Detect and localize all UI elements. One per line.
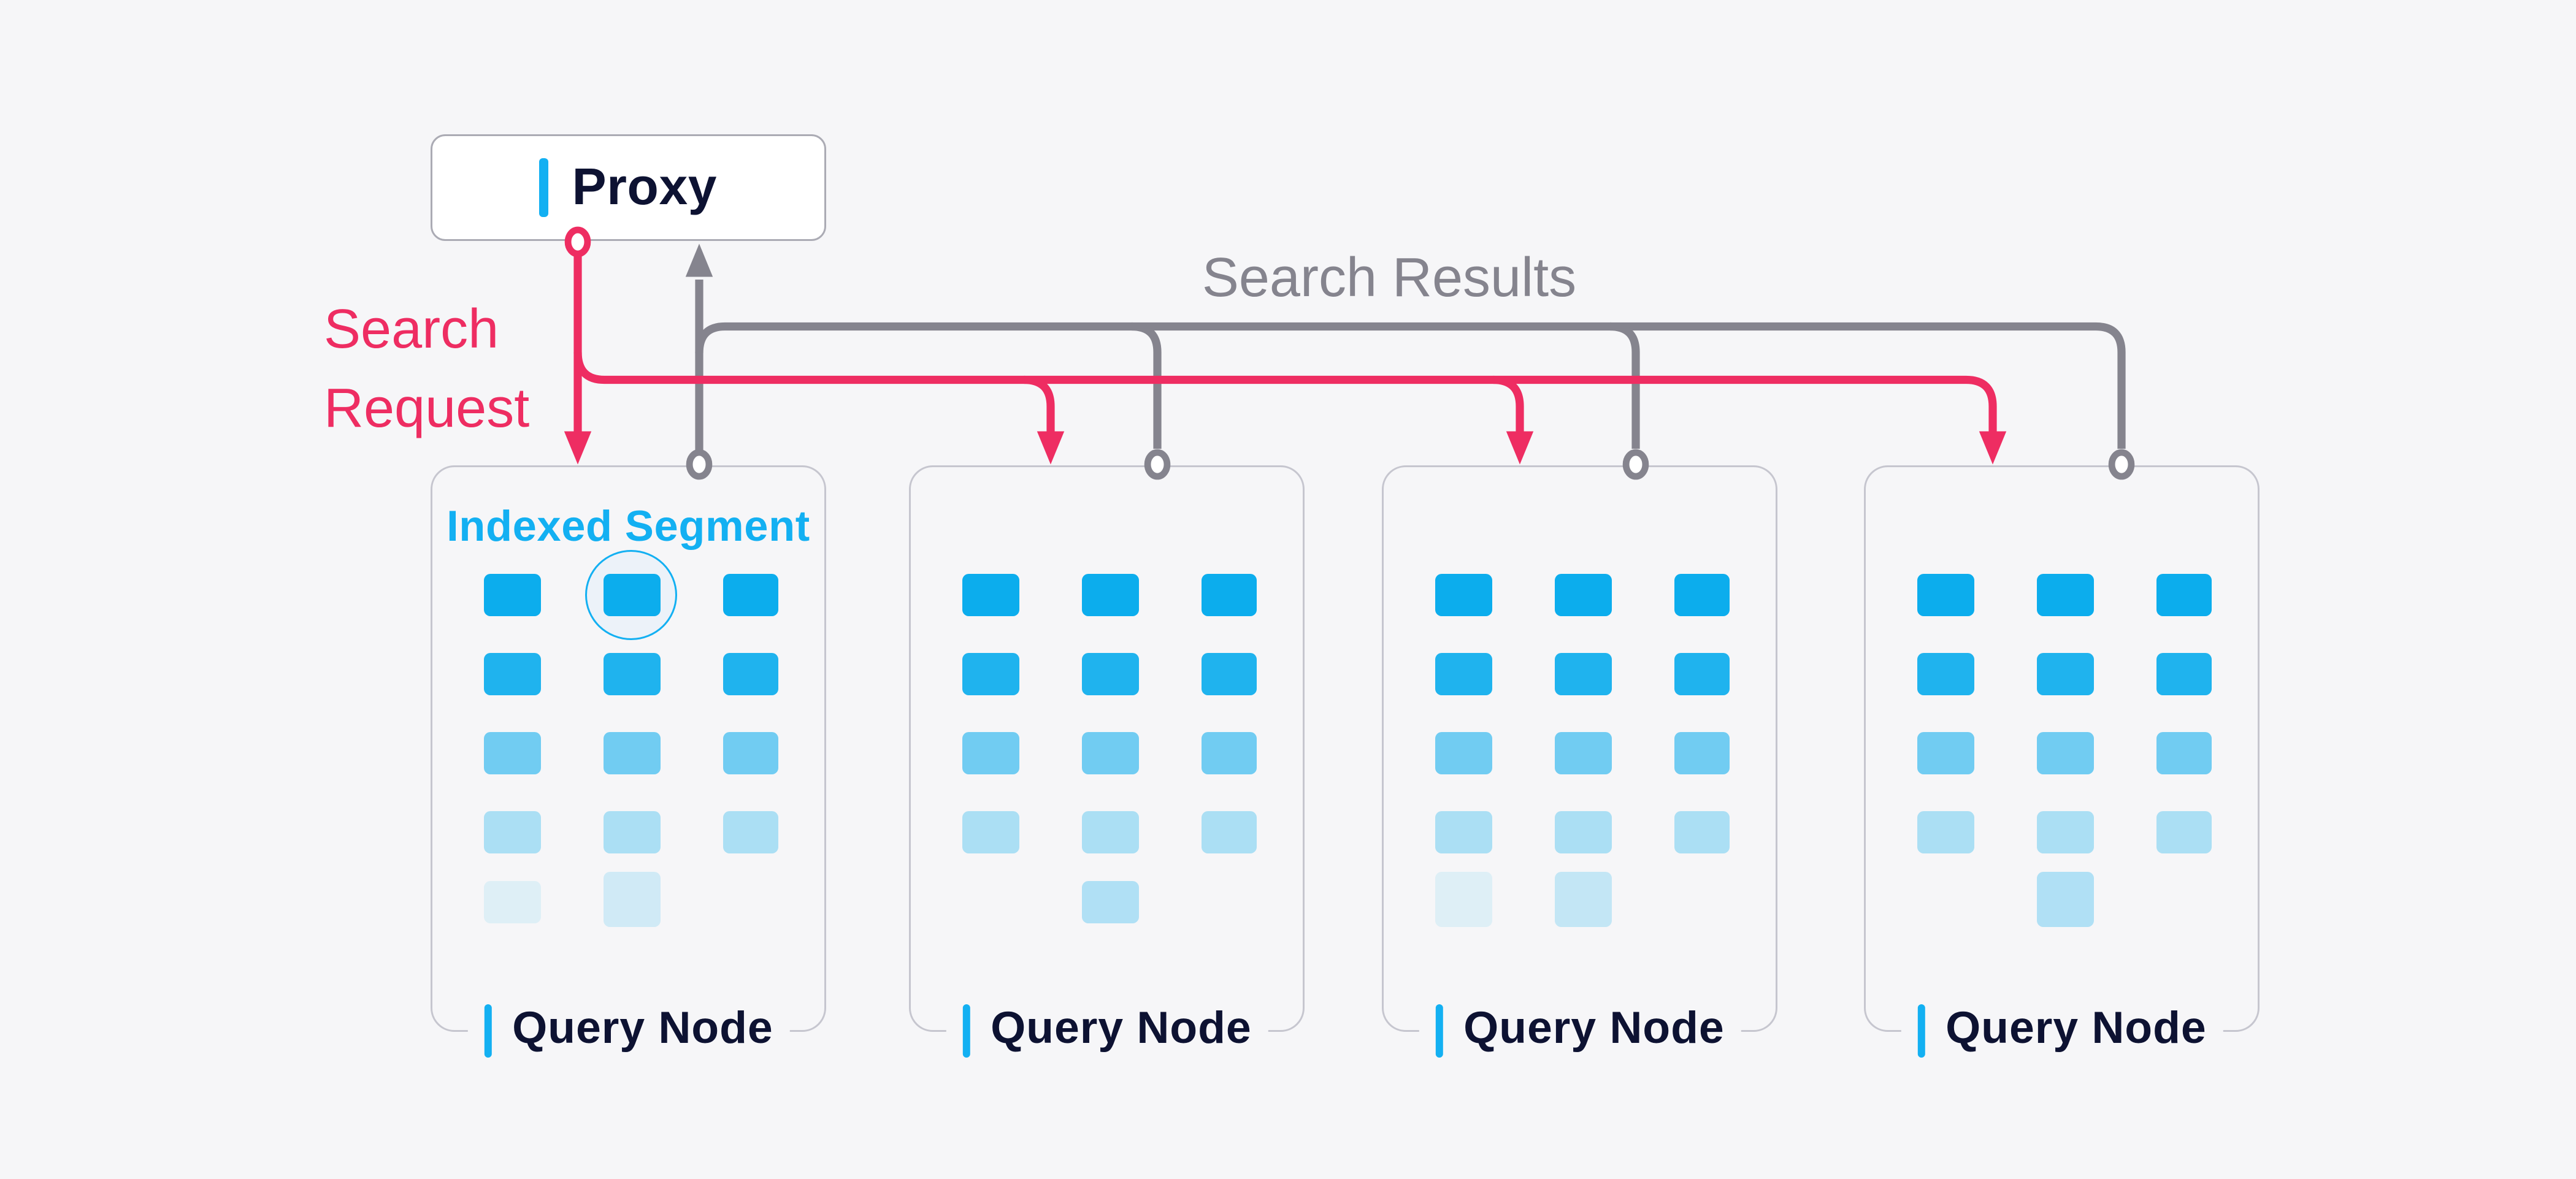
segment-block xyxy=(962,653,1019,695)
segment-block xyxy=(1082,881,1138,923)
segment-block xyxy=(484,732,540,774)
proxy-accent-bar-icon xyxy=(539,158,548,217)
segment-block xyxy=(1917,732,1974,774)
segment-block xyxy=(722,574,778,616)
segment-block xyxy=(1673,574,1730,616)
segment-block xyxy=(1435,811,1492,853)
query-node-accent-bar-icon xyxy=(962,1003,971,1057)
segment-block xyxy=(1555,574,1611,616)
segment-grid xyxy=(1384,467,1776,1030)
segment-block xyxy=(1917,811,1974,853)
segment-block xyxy=(2155,811,2212,853)
indexed-segment-label: Indexed Segment xyxy=(447,502,810,550)
query-node-box: Query Node xyxy=(1864,465,2260,1061)
query-node-label-text: Query Node xyxy=(1945,1004,2207,1054)
request-arrowhead-node4-icon xyxy=(1979,431,2007,465)
query-node-label: Query Node xyxy=(467,999,790,1061)
query-node-box: Indexed Segment Query Node xyxy=(431,465,826,1061)
segment-block xyxy=(2155,574,2212,616)
segment-block xyxy=(2037,574,2093,616)
request-node2-line xyxy=(1024,375,1055,436)
query-node-box: Query Node xyxy=(1382,465,1777,1061)
results-node2-line xyxy=(1131,322,1162,449)
segment-block xyxy=(1673,732,1730,774)
segment-block xyxy=(1200,811,1257,853)
query-node-accent-bar-icon xyxy=(1917,1003,1926,1057)
segment-block xyxy=(1555,872,1611,927)
segment-block xyxy=(722,653,778,695)
segment-block xyxy=(1435,732,1492,774)
segment-block xyxy=(1435,653,1492,695)
segment-block xyxy=(1082,574,1138,616)
proxy-box: Proxy xyxy=(431,134,826,240)
segment-block xyxy=(484,574,540,616)
request-arrowhead-node3-icon xyxy=(1506,431,1534,465)
request-arrowhead-node2-icon xyxy=(1037,431,1065,465)
segment-block xyxy=(2037,872,2093,927)
segment-block xyxy=(962,574,1019,616)
segment-block xyxy=(1200,653,1257,695)
query-node-label: Query Node xyxy=(1418,999,1741,1061)
results-bus-line xyxy=(695,322,2126,449)
segment-block xyxy=(1082,653,1138,695)
results-arrowhead-icon xyxy=(685,243,713,277)
segment-block xyxy=(1435,574,1492,616)
query-node-accent-bar-icon xyxy=(1435,1003,1444,1057)
segment-grid xyxy=(1866,467,2258,1030)
segment-block xyxy=(484,653,540,695)
segment-block xyxy=(1555,732,1611,774)
segment-block xyxy=(604,574,660,616)
query-node-label-text: Query Node xyxy=(512,1004,773,1054)
segment-block xyxy=(484,811,540,853)
segment-block xyxy=(1917,574,1974,616)
segment-block xyxy=(1673,811,1730,853)
segment-grid xyxy=(911,467,1303,1030)
segment-grid xyxy=(432,467,824,1030)
segment-block xyxy=(1082,811,1138,853)
segment-block xyxy=(1555,811,1611,853)
segment-block xyxy=(2155,653,2212,695)
request-node3-line xyxy=(1493,375,1524,436)
segment-block xyxy=(962,811,1019,853)
search-request-label: Search Request xyxy=(324,300,530,440)
query-node-label-text: Query Node xyxy=(1463,1004,1725,1054)
segment-block xyxy=(1917,653,1974,695)
segment-block xyxy=(1200,732,1257,774)
segment-block xyxy=(962,732,1019,774)
proxy-label: Proxy xyxy=(572,158,718,215)
query-node-label: Query Node xyxy=(945,999,1268,1061)
query-node-accent-bar-icon xyxy=(483,1003,493,1057)
segment-block xyxy=(2037,811,2093,853)
segment-block xyxy=(2155,732,2212,774)
segment-block xyxy=(1200,574,1257,616)
segment-block xyxy=(604,811,660,853)
query-node-box: Query Node xyxy=(909,465,1305,1061)
segment-block xyxy=(2037,732,2093,774)
segment-block xyxy=(1673,653,1730,695)
search-results-label: Search Results xyxy=(1202,248,1577,309)
segment-block xyxy=(1555,653,1611,695)
segment-block xyxy=(604,732,660,774)
segment-block xyxy=(604,872,660,927)
query-node-label: Query Node xyxy=(1900,999,2223,1061)
segment-block xyxy=(1082,732,1138,774)
segment-block xyxy=(2037,653,2093,695)
query-node-label-text: Query Node xyxy=(991,1004,1252,1054)
request-bus-line xyxy=(573,352,1997,436)
segment-block xyxy=(604,653,660,695)
results-node3-line xyxy=(1609,322,1640,449)
segment-block xyxy=(722,732,778,774)
segment-block xyxy=(1435,872,1492,927)
segment-block xyxy=(722,811,778,853)
segment-block xyxy=(484,881,540,923)
